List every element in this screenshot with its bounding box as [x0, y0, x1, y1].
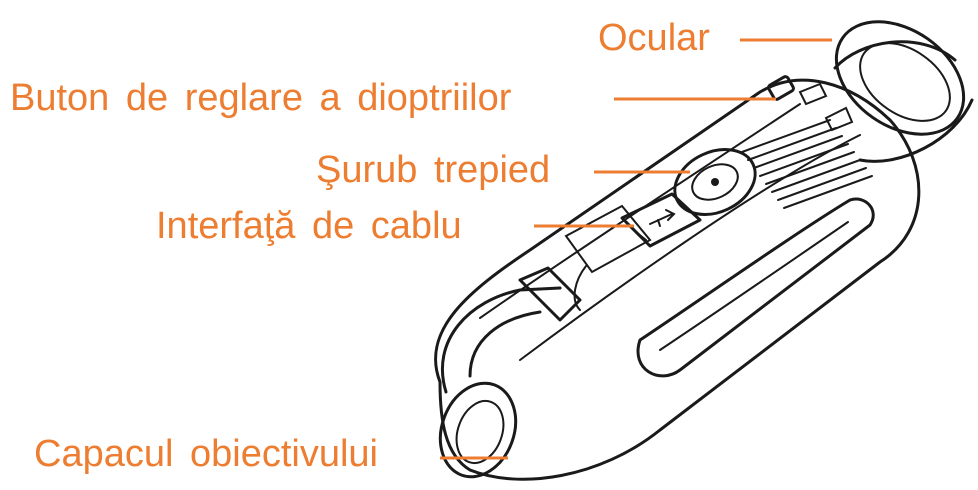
usb-icon — [649, 209, 676, 227]
device-body — [434, 78, 921, 481]
label-ocular: Ocular — [598, 17, 710, 59]
tripod-screw — [673, 148, 757, 216]
cooling-grille — [741, 119, 873, 209]
ocular-eyecup — [833, 20, 974, 163]
leader-lines — [440, 38, 832, 460]
diopter-knob — [767, 75, 854, 132]
label-tripod-screw: Şurub trepied — [316, 149, 551, 191]
side-panel — [564, 204, 652, 311]
cable-interface-cover — [620, 192, 702, 248]
label-lens-cap: Capacul obiectivului — [34, 433, 378, 475]
label-diopter-knob: Buton de reglare a dioptriilor — [10, 77, 512, 119]
label-cable-interface: Interfaţă de cablu — [156, 205, 462, 247]
lens-cap — [438, 266, 582, 479]
rubber-grip — [636, 197, 875, 378]
